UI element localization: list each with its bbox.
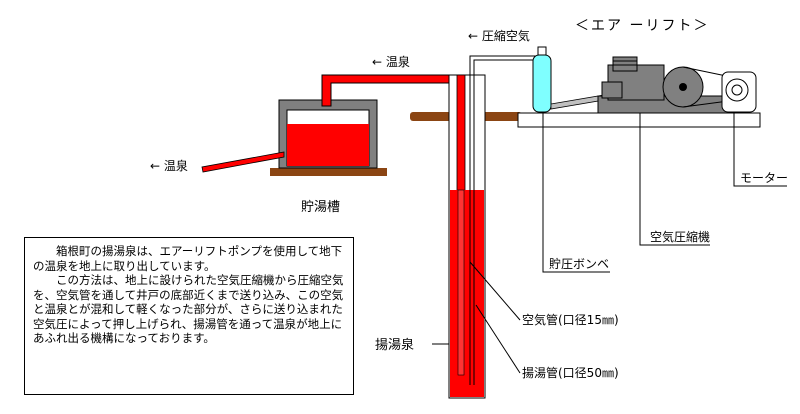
description-paragraph-1: 箱根町の揚湯泉は、エアーリフトポンプを使用して地下の温泉を地上に取り出しています… xyxy=(33,244,343,273)
label-source: 揚湯泉 xyxy=(375,337,414,353)
diagram-title: ＜エア ーリフト＞ xyxy=(575,18,709,34)
tank-base xyxy=(270,168,387,176)
compressor-head xyxy=(612,56,638,72)
label-compressor: 空気圧縮機 xyxy=(650,229,710,244)
leader-air-pipe xyxy=(469,261,521,321)
leader-cylinder xyxy=(542,112,610,273)
label-motor: モーター xyxy=(740,171,788,185)
well xyxy=(448,62,486,399)
motor xyxy=(721,71,757,113)
label-storage-tank: 貯湯槽 xyxy=(301,200,340,215)
label-air-pipe: 空気管(口径15㎜) xyxy=(522,312,619,327)
label-hot-spring-top: ← 温泉 xyxy=(372,55,410,69)
machine-platform xyxy=(517,112,761,128)
compressor-side xyxy=(601,81,623,99)
cylinder-body xyxy=(532,54,552,113)
air-compressor xyxy=(597,56,729,114)
leader-compressor xyxy=(639,113,710,246)
ground-left xyxy=(410,112,451,121)
pressure-cylinder xyxy=(532,46,552,113)
cylinder-compressor-pipe xyxy=(550,94,605,110)
tank-water xyxy=(287,124,369,166)
label-cylinder: 貯圧ボンベ xyxy=(549,257,609,271)
leader-motor xyxy=(733,113,787,187)
outlet-pipe xyxy=(201,151,285,173)
label-compressed-air: ← 圧縮空気 xyxy=(468,28,530,43)
ground-right xyxy=(481,112,522,121)
flywheel-hub xyxy=(679,83,687,91)
description-box: 箱根町の揚湯泉は、エアーリフトポンプを使用して地下の温泉を地上に取り出しています… xyxy=(24,237,354,395)
well-water xyxy=(450,190,484,397)
label-hot-spring-left: ← 温泉 xyxy=(150,159,188,173)
motor-pulley-inner xyxy=(731,84,743,96)
storage-tank xyxy=(270,99,387,176)
leader-pump-pipe xyxy=(475,304,521,374)
pump-pipe-inner xyxy=(457,189,465,376)
label-pump-pipe: 揚湯管(口径50㎜) xyxy=(522,365,619,380)
cylinder-valve xyxy=(537,46,547,56)
description-paragraph-2: この方法は、地上に設けられた空気圧縮機から圧縮空気を、空気管を通して井戸の底部近… xyxy=(33,273,344,345)
